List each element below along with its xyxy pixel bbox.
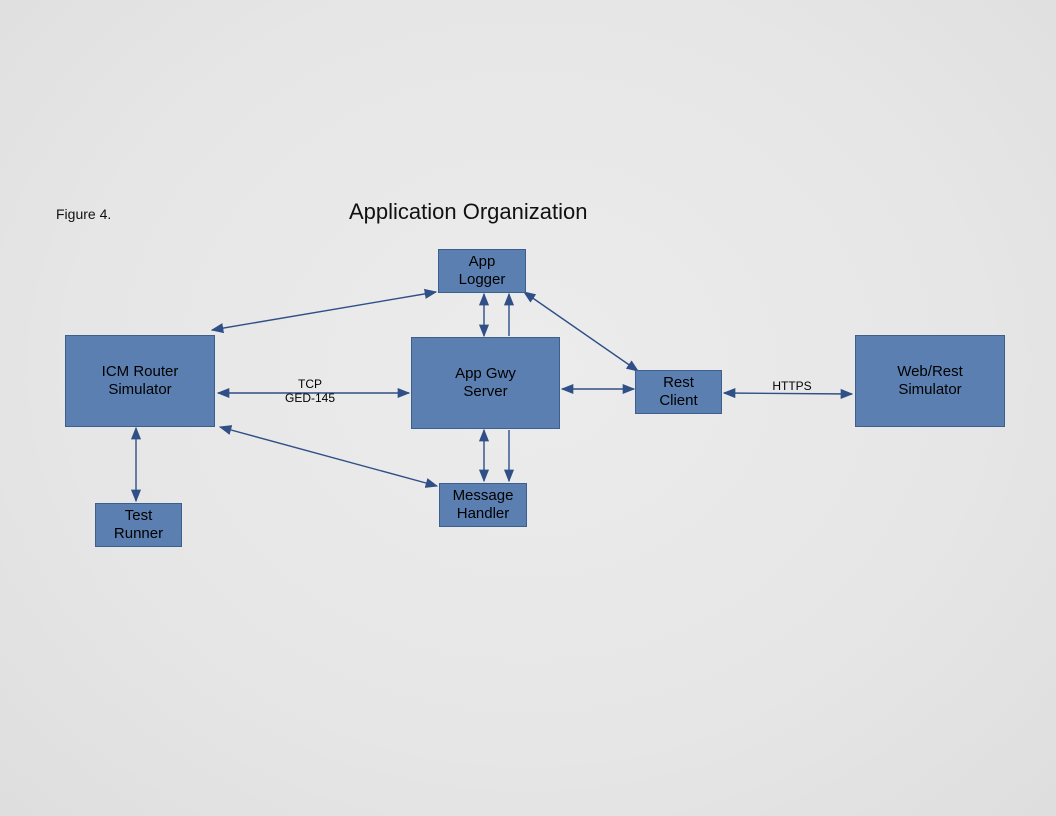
edge-icm-message bbox=[218, 425, 439, 488]
node-app-logger: App Logger bbox=[438, 249, 526, 293]
node-label: App Logger bbox=[458, 253, 506, 288]
node-label: Message Handler bbox=[452, 487, 514, 522]
edge-logger-restclient bbox=[522, 291, 640, 372]
figure-label: Figure 4. bbox=[56, 206, 112, 222]
node-rest-client: Rest Client bbox=[635, 370, 722, 414]
edge-restclient-webrest bbox=[722, 388, 854, 399]
node-label: App Gwy Server bbox=[455, 365, 516, 400]
node-label: Web/Rest Simulator bbox=[897, 363, 963, 398]
node-label: ICM Router Simulator bbox=[101, 363, 179, 398]
node-test-runner: Test Runner bbox=[95, 503, 182, 547]
edge-label-https: HTTPS bbox=[772, 379, 812, 393]
node-label: Rest Client bbox=[659, 374, 698, 409]
edge-label-tcp: TCP GED-145 bbox=[284, 377, 336, 405]
edge-icm-logger bbox=[210, 288, 438, 334]
node-message-handler: Message Handler bbox=[439, 483, 527, 527]
node-label: Test Runner bbox=[113, 507, 164, 542]
diagram-title: Application Organization bbox=[349, 199, 588, 224]
node-web-rest-simulator: Web/Rest Simulator bbox=[855, 335, 1005, 427]
node-icm-router-simulator: ICM Router Simulator bbox=[65, 335, 215, 427]
node-app-gwy-server: App Gwy Server bbox=[411, 337, 560, 429]
